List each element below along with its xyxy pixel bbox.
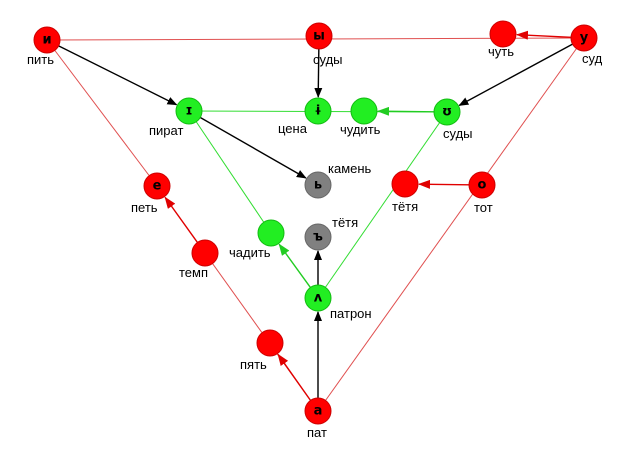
node-letter: ʌ	[314, 291, 323, 306]
node-letter: ы	[313, 29, 325, 44]
node-letter: о	[478, 178, 487, 193]
edge-I-to-soft	[199, 116, 307, 179]
node-word-label: темп	[179, 265, 208, 280]
edge-u-to-ʊ	[458, 43, 573, 106]
edge-temp-to-e	[164, 196, 198, 243]
edge-ʊ-to-chudit	[376, 106, 435, 116]
node-word-label: патрон	[330, 306, 372, 321]
edge-y_top-to-ɨ	[314, 48, 323, 99]
node-letter: е	[153, 179, 162, 194]
node-circle	[433, 98, 461, 126]
node-tyotya_red: тётя	[391, 170, 419, 214]
node-letter: ɪ	[185, 104, 192, 119]
node-circle	[468, 171, 496, 199]
node-circle	[304, 223, 332, 251]
node-u: у суд	[570, 24, 603, 66]
node-word-label: суд	[582, 51, 603, 66]
node-word-label: камень	[328, 161, 372, 176]
edge-o-to-tyotya_red	[417, 179, 470, 189]
edge-I-to-chadit	[188, 110, 272, 234]
edges-layer	[46, 30, 585, 412]
node-y_top: ы суды	[305, 22, 343, 67]
node-circle	[33, 26, 61, 54]
node-letter: ɨ	[314, 104, 321, 119]
node-circle	[143, 172, 171, 200]
node-word-label: пират	[149, 123, 183, 138]
node-temp: темп	[179, 239, 219, 280]
node-word-label: петь	[131, 200, 158, 215]
node-circle	[305, 22, 333, 50]
node-circle	[350, 97, 378, 125]
node-circle	[304, 397, 332, 425]
node-e: е петь	[131, 172, 171, 215]
node-chudit: чудить	[340, 97, 381, 137]
edge-u-to-a	[317, 37, 585, 412]
node-word-label: пат	[307, 425, 327, 440]
node-circle	[191, 239, 219, 267]
node-letter: ʊ	[442, 105, 452, 120]
node-circle	[257, 219, 285, 247]
node-word-label: тётя	[392, 199, 418, 214]
edge-a-to-pyat	[277, 353, 312, 401]
node-circle	[304, 171, 332, 199]
node-letter: и	[42, 33, 51, 48]
node-word-label: тот	[474, 200, 493, 215]
node-word-label: суды	[443, 126, 473, 141]
node-word-label: суды	[313, 52, 343, 67]
node-i: и пить	[27, 26, 61, 67]
node-circle	[304, 97, 332, 125]
node-word-label: пять	[240, 357, 267, 372]
node-word-label: чадить	[229, 245, 271, 260]
node-word-label: чудить	[340, 122, 381, 137]
node-o: о тот	[468, 171, 496, 215]
node-chut_red: чуть	[488, 20, 517, 59]
edge-ʊ-to-ʌ	[317, 111, 448, 299]
node-letter: а	[314, 404, 323, 419]
node-circle	[256, 329, 284, 357]
node-chadit: чадить	[229, 219, 285, 260]
edge-u-to-chut_red	[515, 30, 572, 40]
node-word-label: пить	[27, 52, 54, 67]
node-letter: у	[580, 31, 589, 46]
node-circle	[175, 97, 203, 125]
edge-i-to-e	[46, 39, 158, 187]
node-letter: ъ	[313, 230, 323, 245]
node-ʊ: ʊ суды	[433, 98, 473, 141]
node-circle	[391, 170, 419, 198]
edge-i-to-I	[58, 45, 178, 106]
node-word-label: тётя	[332, 215, 358, 230]
node-word-label: чуть	[488, 44, 514, 59]
node-circle	[570, 24, 598, 52]
node-circle	[489, 20, 517, 48]
edge-ʌ-to-chadit	[278, 243, 311, 288]
node-pyat: пять	[240, 329, 284, 372]
node-a: а пат	[304, 397, 332, 440]
node-letter: ь	[314, 178, 322, 193]
node-word-label: цена	[278, 121, 308, 136]
node-circle	[304, 284, 332, 312]
